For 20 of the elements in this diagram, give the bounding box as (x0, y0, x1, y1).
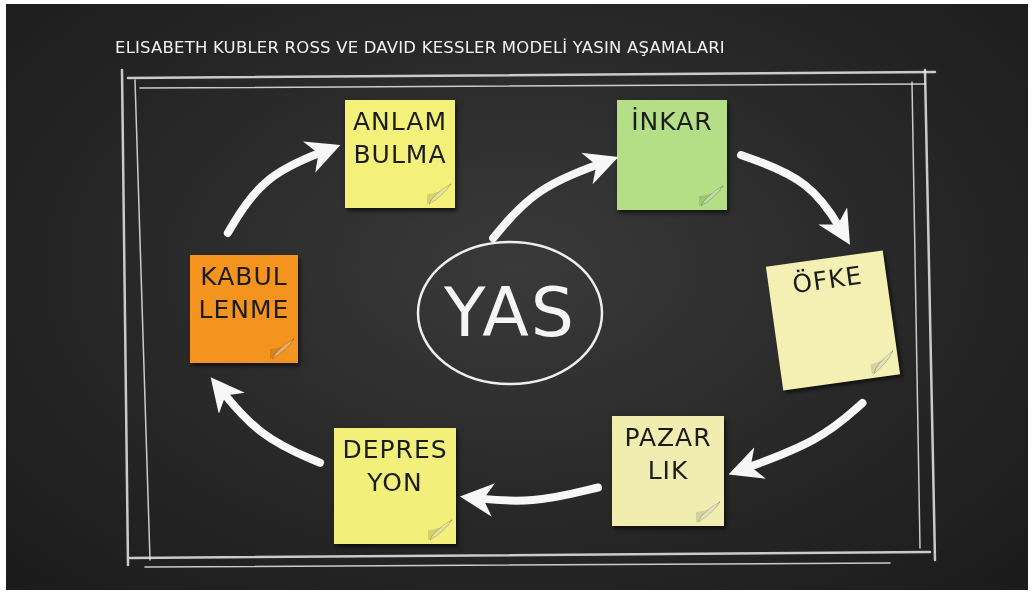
curved-arrow (737, 151, 850, 245)
note-text: ANLAM BULMA (352, 106, 448, 171)
sticky-note (345, 100, 455, 208)
note-text: DEPRES YON (341, 434, 449, 499)
sticky-note (612, 416, 724, 526)
note-text: KABUL LENME (197, 261, 291, 326)
sticky-note (190, 255, 298, 363)
sticky-note (334, 428, 456, 544)
sticky-note (617, 100, 727, 210)
curved-arrow (210, 377, 324, 467)
note-text: PAZAR LIK (623, 422, 713, 487)
circle-label: YAS (444, 279, 576, 347)
note-text: İNKAR (630, 106, 714, 138)
chalk-circle (416, 240, 604, 386)
title: ELISABETH KUBLER ROSS VE DAVID KESSLER MODELİ YASIN AŞAMALARI (115, 38, 725, 57)
curved-arrow (459, 483, 602, 517)
curved-arrow (489, 152, 619, 243)
curved-arrow (728, 399, 867, 479)
note-text: ÖFKE (789, 259, 866, 302)
curved-arrow (223, 141, 341, 237)
